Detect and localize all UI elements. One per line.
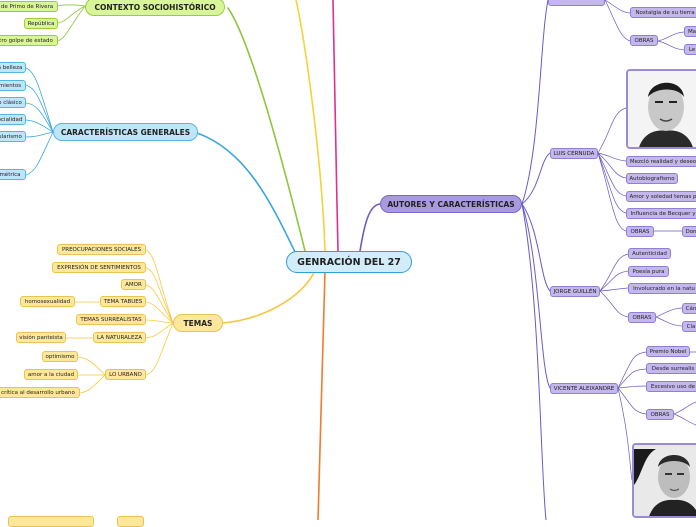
guillen-obra-1[interactable]: Cán <box>682 303 696 314</box>
urbano-amor-ciudad[interactable]: amor a la ciudad <box>24 369 78 380</box>
tema-tabues-child[interactable]: homosexualidad <box>20 296 75 307</box>
cernuda-item-1[interactable]: Mezcló realidad y deseo <box>626 156 696 167</box>
guillen-item-1[interactable]: Autenticidad <box>628 248 671 259</box>
urbano-critica[interactable]: crítica al desarrollo urbano <box>0 387 80 398</box>
partial-node-left[interactable] <box>8 516 94 527</box>
tema-naturaleza[interactable]: LA NATURALEZA <box>93 332 146 343</box>
branch-caracteristicas[interactable]: CARACTERÍSTICAS GENERALES <box>53 123 198 141</box>
aleixandre-obras[interactable]: OBRAS <box>646 409 674 420</box>
urbano-optimismo[interactable]: optimismo <box>42 351 78 362</box>
cernuda-portrait <box>626 69 696 149</box>
cernuda-item-4[interactable]: Influencia de Becquer y <box>626 208 696 219</box>
author-aleixandre[interactable]: VICENTE ALEIXANDRE <box>550 383 618 394</box>
aleixandre-item-3[interactable]: Excesivo uso de <box>646 381 696 392</box>
guillen-item-3[interactable]: Involucrado en la natu <box>628 283 696 294</box>
top-obras[interactable]: OBRAS <box>630 35 658 46</box>
branch-autores[interactable]: AUTORES Y CARACTERÍSTICAS <box>380 195 522 213</box>
cernuda-item-3[interactable]: Amor y soledad temas p <box>626 191 696 202</box>
branch-temas[interactable]: TEMAS <box>173 314 223 332</box>
tema-surrealistas[interactable]: TEMAS SURREALISTAS <box>76 314 146 325</box>
top-nostalgia[interactable]: Nostalgia de su tierra <box>630 7 696 18</box>
caracteristica-item-4[interactable]: ocialidad <box>0 114 26 125</box>
tema-sentimientos[interactable]: EXPRESIÓN DE SENTIMIENTOS <box>52 262 146 273</box>
caracteristica-item-2[interactable]: mientos <box>0 80 26 91</box>
top-obra-2[interactable]: Le <box>684 44 696 55</box>
guillen-obra-2[interactable]: Cla <box>682 321 696 332</box>
caracteristica-item-3[interactable]: o clásico <box>0 97 26 108</box>
top-obra-1[interactable]: Ma <box>684 26 696 37</box>
caracteristica-item-6[interactable]: métrica <box>0 169 26 180</box>
guillen-obras[interactable]: OBRAS <box>628 312 656 323</box>
cernuda-obra-1[interactable]: Don <box>682 226 696 237</box>
tema-amor[interactable]: AMOR <box>121 279 146 290</box>
portrait-image <box>628 71 696 147</box>
contexto-item-1[interactable]: de Primo de Rivera <box>0 1 58 12</box>
tema-naturaleza-child[interactable]: visión panteista <box>16 332 66 343</box>
cernuda-obras[interactable]: OBRAS <box>626 226 654 237</box>
tema-urbano[interactable]: LO URBANO <box>105 369 146 380</box>
aleixandre-item-1[interactable]: Premio Nobel <box>646 346 690 357</box>
central-topic[interactable]: GENRACIÓN DEL 27 <box>286 251 412 273</box>
author-cernuda[interactable]: LUIS CERNUDA <box>550 148 598 159</box>
contexto-item-2[interactable]: República <box>24 18 58 29</box>
tema-preocupaciones[interactable]: PREOCUPACIONES SOCIALES <box>57 244 146 255</box>
guillen-item-2[interactable]: Poesía pura <box>628 266 669 277</box>
tema-tabues[interactable]: TEMA TABUES <box>100 296 146 307</box>
branch-contexto[interactable]: CONTEXTO SOCIOHISTÓRICO <box>85 0 225 16</box>
caracteristica-item-5[interactable]: ularismo <box>0 131 26 142</box>
author-top-partial[interactable] <box>548 0 605 6</box>
author-guillen[interactable]: JORGE GUILLÉN <box>550 286 600 297</box>
aleixandre-portrait <box>632 443 696 518</box>
cernuda-item-2[interactable]: Autobiografismo <box>626 173 678 184</box>
aleixandre-item-2[interactable]: Desde surrealis <box>646 363 696 374</box>
contexto-item-3[interactable]: tro golpe de estado <box>0 35 58 46</box>
caracteristica-item-1[interactable]: a belleza <box>0 62 26 73</box>
portrait-image <box>634 445 696 516</box>
partial-node-right[interactable] <box>117 516 144 527</box>
